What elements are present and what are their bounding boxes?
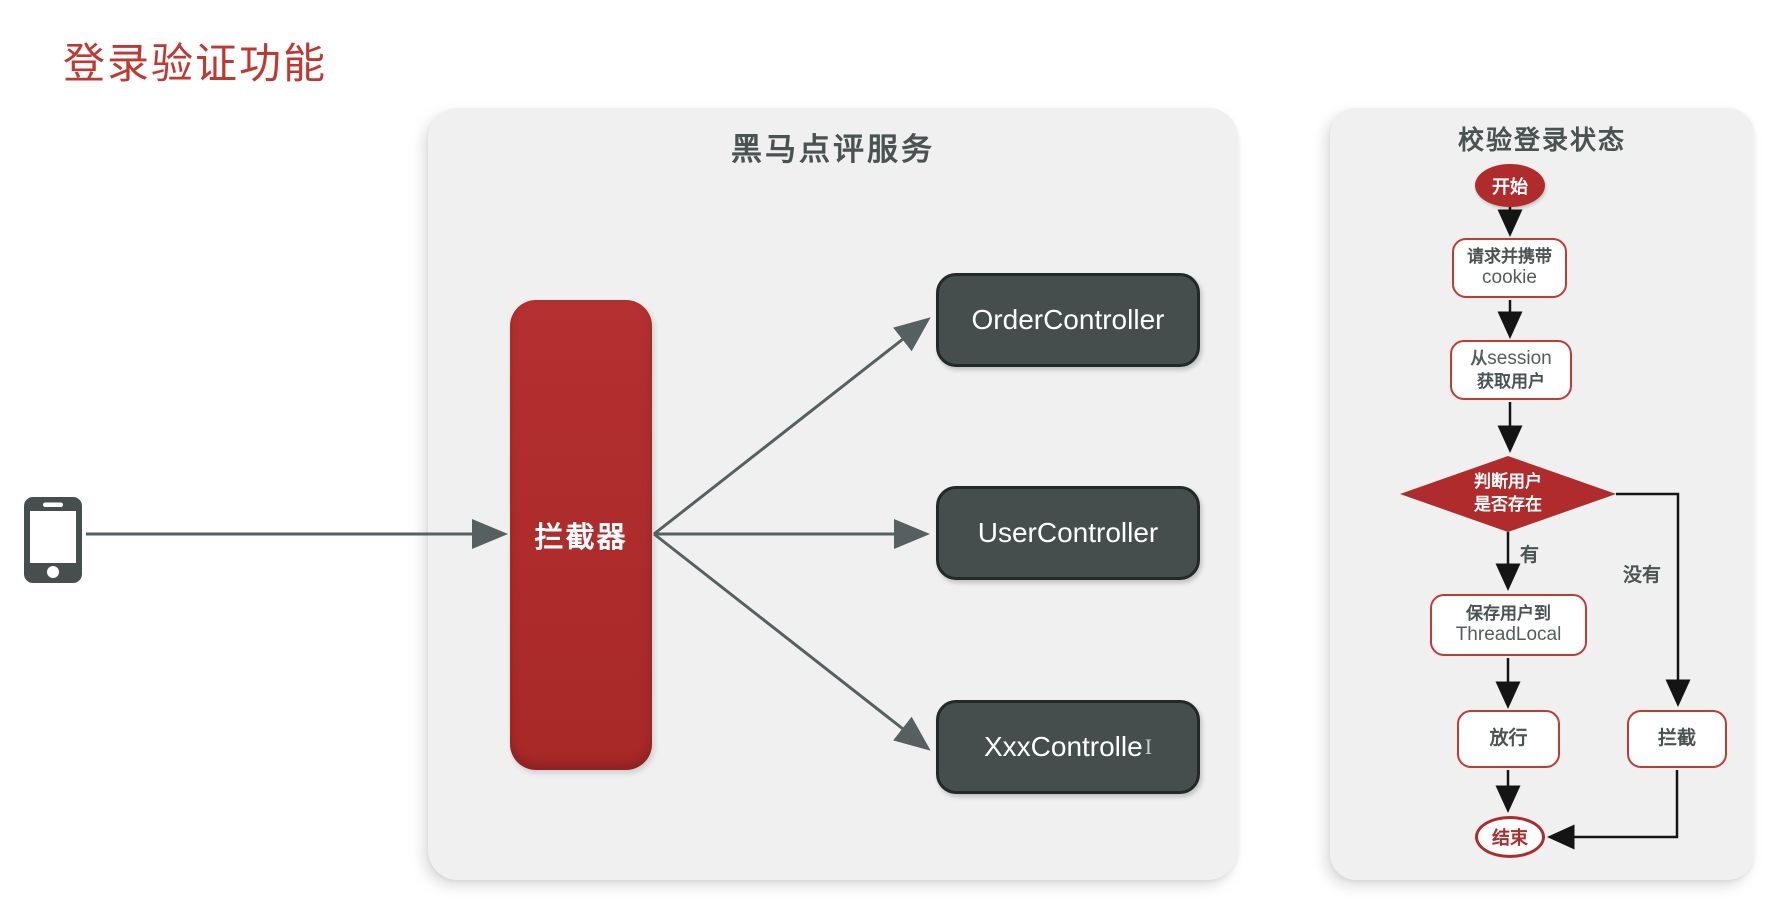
flow-request-line1: 请求并携带 (1467, 246, 1552, 266)
service-panel-title: 黑马点评服务 (731, 132, 935, 167)
xxx-controller-label: XxxControlle (983, 731, 1143, 762)
flow-block-node[interactable]: 拦截 (1627, 710, 1727, 768)
flow-request-line2: cookie (1482, 267, 1537, 289)
flow-end-label: 结束 (1492, 828, 1528, 848)
flow-decision-line2: 是否存在 (1474, 495, 1542, 514)
order-controller-label: OrderController (971, 304, 1165, 335)
flow-pass-node[interactable]: 放行 (1457, 710, 1560, 768)
user-controller-box[interactable]: UserController (936, 486, 1200, 580)
flow-session-line2: 获取用户 (1477, 371, 1545, 391)
flow-panel-title: 校验登录状态 (1457, 125, 1626, 155)
flow-session-line1-zh: 从 (1470, 348, 1488, 368)
flow-end-node[interactable]: 结束 (1475, 816, 1545, 858)
flow-decision-diamond[interactable]: 判断用户 是否存在 (1400, 456, 1616, 532)
branch-label-no: 没有 (1623, 565, 1662, 586)
user-controller-label: UserController (977, 517, 1159, 548)
flow-block-label: 拦截 (1657, 728, 1696, 750)
smartphone-icon[interactable] (24, 497, 82, 583)
flow-session-node[interactable]: 从session 获取用户 (1450, 340, 1572, 400)
order-controller-box[interactable]: OrderController (936, 273, 1200, 367)
branch-label-yes: 有 (1520, 545, 1540, 566)
flow-save-threadlocal-node[interactable]: 保存用户到 ThreadLocal (1430, 594, 1587, 656)
flow-request-cookie-node[interactable]: 请求并携带 cookie (1452, 238, 1567, 298)
flow-panel[interactable]: 校验登录状态 开始 请求并携带 cook (1330, 108, 1754, 880)
text-cursor-icon: I (1144, 734, 1153, 759)
flow-session-line1-latin: session (1487, 347, 1552, 369)
flow-decision-line1: 判断用户 (1474, 472, 1542, 492)
page-title[interactable]: 登录验证功能 (63, 42, 328, 88)
flow-save-line2: ThreadLocal (1455, 624, 1562, 646)
interceptor-shape[interactable]: 拦截器 (510, 300, 652, 770)
flow-start-label: 开始 (1492, 176, 1528, 197)
interceptor-label: 拦截器 (534, 522, 628, 554)
service-panel[interactable]: 黑马点评服务 拦截器 OrderController UserControlle… (428, 108, 1238, 880)
flow-pass-label: 放行 (1489, 728, 1528, 750)
flow-save-line1: 保存用户到 (1466, 603, 1551, 623)
flow-start-node[interactable]: 开始 (1475, 164, 1545, 207)
